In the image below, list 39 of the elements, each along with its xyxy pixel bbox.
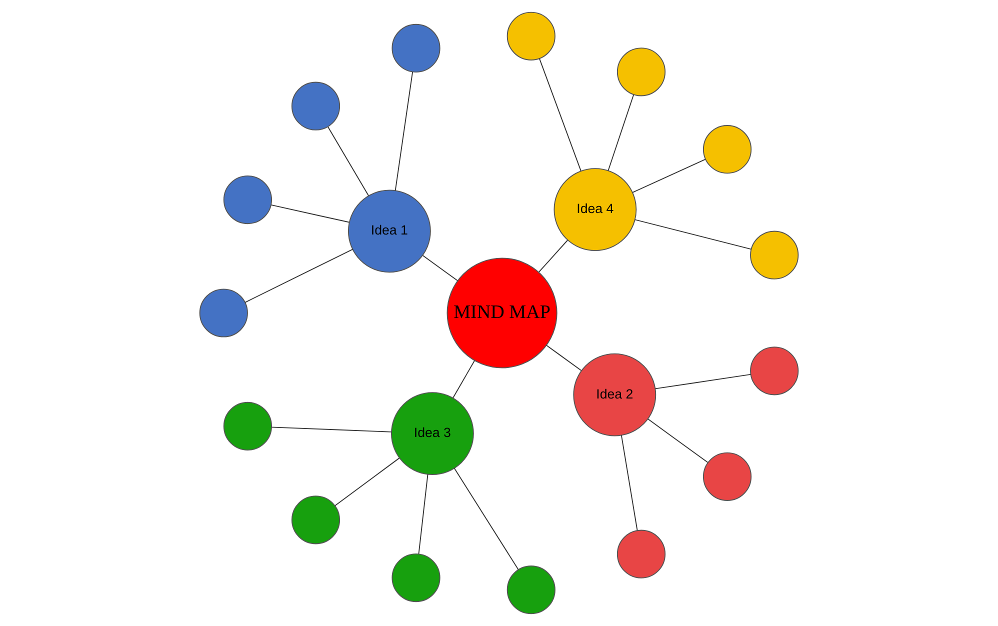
node-circle	[506, 12, 556, 60]
node-circle	[616, 48, 666, 96]
node-circle	[392, 24, 440, 73]
connector	[608, 94, 634, 171]
connector	[334, 458, 400, 506]
node-circle: Idea 4	[554, 168, 637, 252]
node-circle	[291, 82, 340, 130]
node-circle	[702, 125, 752, 174]
node-circle	[223, 175, 272, 224]
connector	[546, 344, 582, 372]
connector	[418, 474, 428, 554]
connector	[454, 468, 519, 570]
node-circle	[750, 230, 799, 280]
connector	[327, 126, 369, 196]
connector	[271, 426, 392, 432]
connector	[620, 434, 638, 531]
connector	[634, 219, 752, 250]
connector	[394, 71, 414, 192]
node-circle: Idea 2	[573, 353, 656, 436]
node-circle: MIND MAP	[446, 258, 558, 368]
connector	[538, 240, 568, 273]
connector	[647, 418, 708, 463]
connector	[270, 204, 350, 223]
node-circle	[291, 496, 340, 544]
node-circle	[223, 402, 272, 451]
connector	[654, 374, 752, 390]
node-circle	[199, 288, 248, 338]
connector	[244, 248, 354, 303]
node-circle: Idea 1	[348, 190, 431, 273]
node-circle	[392, 553, 440, 602]
node-circle	[506, 566, 556, 614]
connector	[538, 58, 582, 172]
node-circle: Idea 3	[390, 392, 474, 476]
node-circle	[750, 346, 799, 396]
connector	[632, 158, 706, 193]
connector	[452, 360, 476, 398]
connector	[422, 254, 458, 282]
node-circle	[702, 452, 752, 501]
node-circle	[616, 530, 666, 578]
